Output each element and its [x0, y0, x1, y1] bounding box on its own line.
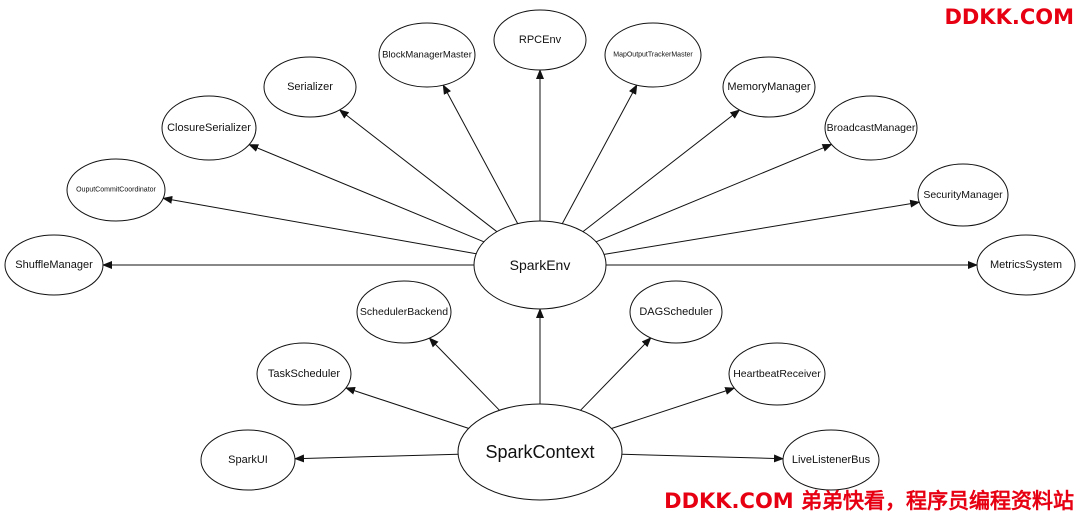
node-ellipse-livelistenerbus — [782, 429, 880, 491]
node-label-sparkenv: SparkEnv — [510, 257, 571, 273]
node-ellipse-securitymanager — [917, 163, 1009, 227]
node-rpcenv: RPCEnv — [493, 9, 587, 71]
edge-sparkenv-to-blockmanagermaster — [442, 84, 519, 224]
edge-sparkenv-to-memorymanager — [582, 109, 741, 232]
node-metricssystem: MetricsSystem — [976, 234, 1076, 296]
node-ellipse-metricssystem — [976, 234, 1076, 296]
node-ellipse-ouputcommitcoordinator — [66, 158, 166, 222]
edge-sparkcontext-to-heartbeatreceiver — [611, 387, 736, 429]
node-label-dagscheduler: DAGScheduler — [639, 306, 713, 318]
edge-sparkcontext-to-dagscheduler — [580, 337, 652, 411]
node-label-sparkcontext: SparkContext — [485, 442, 594, 462]
watermark-top: DDKK.COM — [944, 5, 1074, 29]
node-memorymanager: MemoryManager — [722, 56, 816, 118]
node-securitymanager: SecurityManager — [917, 163, 1009, 227]
edge-sparkenv-to-serializer — [338, 109, 498, 233]
node-blockmanagermaster: BlockManagerMaster — [378, 22, 476, 88]
node-livelistenerbus: LiveListenerBus — [782, 429, 880, 491]
node-sparkcontext: SparkContext — [457, 403, 623, 501]
node-schedulerbackend: SchedulerBackend — [356, 280, 452, 344]
node-ellipse-broadcastmanager — [824, 95, 918, 161]
node-label-heartbeatreceiver: HeartbeatReceiver — [733, 368, 821, 380]
node-ellipse-taskscheduler — [256, 342, 352, 406]
node-closureserializer: ClosureSerializer — [161, 95, 257, 161]
edge-sparkenv-to-securitymanager — [604, 199, 921, 255]
node-ellipse-sparkenv — [473, 220, 607, 310]
edge-sparkcontext-to-schedulerbackend — [428, 337, 500, 411]
node-ellipse-rpcenv — [493, 9, 587, 71]
node-ellipse-sparkcontext — [457, 403, 623, 501]
node-label-serializer: Serializer — [287, 81, 333, 93]
node-label-securitymanager: SecurityManager — [923, 189, 1003, 201]
node-label-taskscheduler: TaskScheduler — [268, 368, 340, 380]
node-ellipse-serializer — [263, 56, 357, 118]
node-mapoutputtrackermaster: MapOutputTrackerMaster — [604, 22, 702, 88]
node-ellipse-schedulerbackend — [356, 280, 452, 344]
node-sparkenv: SparkEnv — [473, 220, 607, 310]
node-ellipse-mapoutputtrackermaster — [604, 22, 702, 88]
edge-sparkenv-to-closureserializer — [248, 144, 485, 243]
edge-sparkenv-to-ouputcommitcoordinator — [162, 195, 477, 255]
node-label-livelistenerbus: LiveListenerBus — [792, 454, 871, 466]
node-shufflemanager: ShuffleManager — [4, 234, 104, 296]
node-heartbeatreceiver: HeartbeatReceiver — [728, 342, 826, 406]
node-ellipse-memorymanager — [722, 56, 816, 118]
node-ellipse-closureserializer — [161, 95, 257, 161]
node-ellipse-dagscheduler — [629, 280, 723, 344]
node-label-memorymanager: MemoryManager — [727, 81, 810, 93]
node-label-sparkui: SparkUI — [228, 454, 268, 466]
node-ellipse-sparkui — [200, 429, 296, 491]
node-ellipse-shufflemanager — [4, 234, 104, 296]
node-broadcastmanager: BroadcastManager — [824, 95, 918, 161]
edge-sparkcontext-to-sparkui — [294, 453, 459, 463]
edge-sparkenv-to-mapoutputtrackermaster — [561, 84, 638, 224]
node-label-rpcenv: RPCEnv — [519, 34, 562, 46]
edge-sparkcontext-to-taskscheduler — [345, 386, 469, 429]
node-label-ouputcommitcoordinator: OuputCommitCoordinator — [76, 187, 156, 194]
node-label-metricssystem: MetricsSystem — [990, 259, 1062, 271]
node-label-mapoutputtrackermaster: MapOutputTrackerMaster — [613, 52, 693, 59]
node-label-schedulerbackend: SchedulerBackend — [360, 306, 448, 318]
node-ellipse-heartbeatreceiver — [728, 342, 826, 406]
edge-sparkenv-to-broadcastmanager — [595, 143, 833, 243]
edge-sparkcontext-to-livelistenerbus — [621, 453, 784, 463]
node-label-closureserializer: ClosureSerializer — [167, 122, 251, 134]
node-label-broadcastmanager: BroadcastManager — [827, 122, 916, 134]
watermark-bottom: DDKK.COM 弟弟快看，程序员编程资料站 — [664, 489, 1074, 513]
node-taskscheduler: TaskScheduler — [256, 342, 352, 406]
node-serializer: Serializer — [263, 56, 357, 118]
node-dagscheduler: DAGScheduler — [629, 280, 723, 344]
node-ellipse-blockmanagermaster — [378, 22, 476, 88]
node-label-shufflemanager: ShuffleManager — [15, 259, 93, 271]
node-sparkui: SparkUI — [200, 429, 296, 491]
node-ouputcommitcoordinator: OuputCommitCoordinator — [66, 158, 166, 222]
node-label-blockmanagermaster: BlockManagerMaster — [382, 50, 472, 61]
